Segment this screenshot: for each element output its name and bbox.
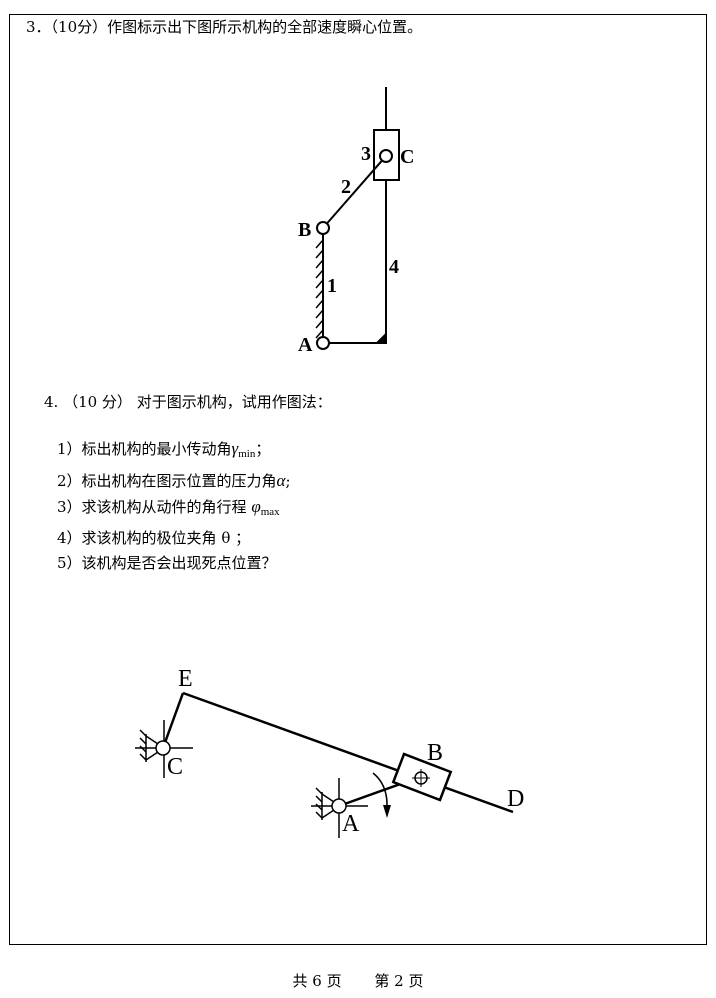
item-1: 1）标出机构的最小传动角γmin； <box>57 439 271 460</box>
corner-weld <box>374 331 387 344</box>
joint-B <box>316 221 330 235</box>
label-A2: A <box>342 811 360 837</box>
question-4-text: 4. （10 分） 对于图示机构，试用作图法： <box>44 393 332 411</box>
link-2 <box>322 155 387 229</box>
item-2: 2）标出机构在图示位置的压力角α; <box>57 470 291 490</box>
figure-1-mechanism <box>315 87 400 350</box>
question-3-text: 3．（10分）作图标示出下图所示机构的全部速度瞬心位置。 <box>26 18 423 36</box>
page-frame <box>9 14 707 945</box>
page-footer: 共 6 页 第 2 页 <box>0 970 716 991</box>
label-A: A <box>298 334 313 356</box>
label-4: 4 <box>389 256 399 278</box>
ground-support-C <box>135 720 193 778</box>
ground-hatch-1 <box>315 239 324 339</box>
label-B: B <box>298 219 311 241</box>
label-2: 2 <box>341 176 351 198</box>
label-C2: C <box>167 754 183 780</box>
slider-B <box>391 752 453 802</box>
link-CE <box>161 692 185 749</box>
label-C: C <box>400 146 414 168</box>
rotation-arrow <box>372 772 388 809</box>
label-B2: B <box>427 740 443 766</box>
label-D: D <box>507 786 524 812</box>
question-4-items: 1）标出机构的最小传动角γmin； 2）标出机构在图示位置的压力角α; 3）求该… <box>57 436 291 577</box>
item-4: 4）求该机构的极位夹角 θ ； <box>57 528 251 547</box>
label-1: 1 <box>327 275 337 297</box>
ground-support-A <box>311 778 368 838</box>
label-E: E <box>178 666 193 692</box>
figure-2-mechanism <box>135 691 514 838</box>
link-ED <box>182 691 514 814</box>
total-pages: 共 6 页 <box>292 972 342 990</box>
item-3: 3）求该机构从动件的角行程 φmax <box>57 497 280 518</box>
current-page: 第 2 页 <box>374 972 424 990</box>
joint-A <box>316 336 330 350</box>
joint-C <box>379 149 393 163</box>
item-5: 5）该机构是否会出现死点位置？ <box>57 554 277 572</box>
label-3: 3 <box>361 143 371 165</box>
